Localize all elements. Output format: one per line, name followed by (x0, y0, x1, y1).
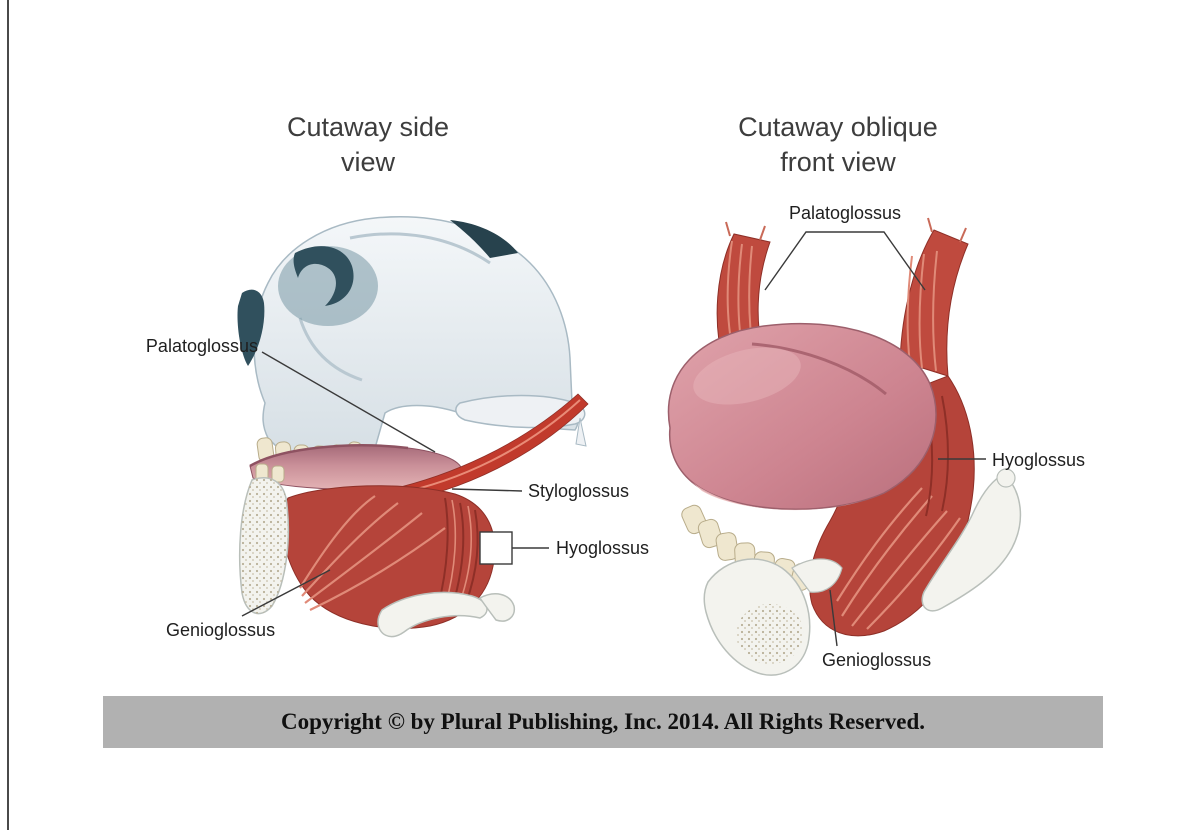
sinus-cutaway (293, 246, 354, 306)
left-panel-title-line2: view (340, 147, 395, 178)
label-palatoglossus-right: Palatoglossus (788, 203, 902, 223)
label-genioglossus-left: Genioglossus (166, 620, 276, 640)
right-panel-title-line2: front view (780, 147, 896, 178)
mandible (703, 558, 843, 676)
skull-cutaway (237, 216, 587, 456)
side-view-illustration (237, 216, 589, 638)
tongue-front-view (667, 322, 937, 511)
palatoglossus-right-column (899, 217, 969, 377)
label-styloglossus: Styloglossus (528, 481, 630, 501)
styloid-process (575, 417, 587, 447)
label-hyoglossus-right: Hyoglossus (992, 450, 1086, 470)
hyoid-bone-right (921, 468, 1022, 612)
label-genioglossus-right: Genioglossus (822, 650, 932, 670)
label-hyoglossus-left: Hyoglossus (556, 538, 650, 558)
copyright-bar: Copyright © by Plural Publishing, Inc. 2… (103, 696, 1103, 748)
left-panel-title-line1: Cutaway side (286, 112, 450, 142)
copyright-text: Copyright © by Plural Publishing, Inc. 2… (281, 709, 925, 734)
left-panel-title: Cutaway side view (287, 110, 449, 180)
muscle-fibers (836, 487, 961, 630)
nasal-aperture (237, 289, 265, 366)
right-panel-title: Cutaway oblique front view (738, 110, 938, 180)
mandible-cut (238, 463, 290, 615)
tongue-median-groove (751, 342, 887, 396)
left-border-line (7, 0, 9, 830)
mandible-cut-surface (736, 604, 804, 664)
right-panel-title-line1: Cutaway oblique (738, 112, 938, 142)
label-palatoglossus-left: Palatoglossus (145, 336, 258, 356)
hyoid-bone (377, 591, 516, 638)
oblique-front-view-illustration (667, 217, 1022, 676)
